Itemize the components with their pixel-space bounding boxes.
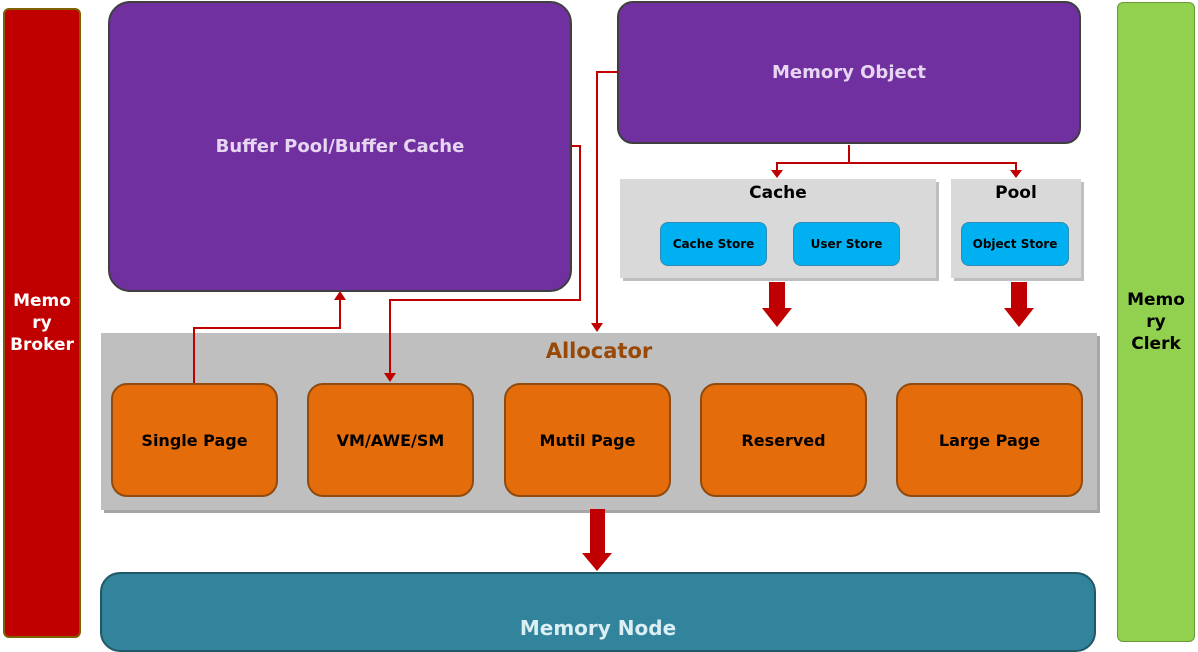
allocator-title: Allocator: [545, 339, 653, 363]
buffer-pool-label: Buffer Pool/Buffer Cache: [215, 136, 465, 157]
memory-object-box: Memory Object: [617, 1, 1081, 144]
cache-to-allocator-arrow: [762, 282, 792, 327]
single-page-to-buffer-pool-line: [193, 298, 341, 383]
memory-object-to-cache-pool-line: [776, 145, 850, 172]
object-store-box: Object Store: [961, 222, 1069, 266]
allocator-to-memory-node-arrow: [582, 509, 612, 571]
mutil-page-box: Mutil Page: [504, 383, 671, 497]
large-page-box: Large Page: [896, 383, 1083, 497]
pool-panel: Pool Object Store: [951, 179, 1081, 278]
cache-store-label: Cache Store: [672, 237, 755, 251]
user-store-box: User Store: [793, 222, 900, 266]
large-page-label: Large Page: [938, 430, 1041, 450]
user-store-label: User Store: [810, 237, 883, 251]
arrowhead-to-allocator: [591, 323, 603, 332]
buffer-pool-box: Buffer Pool/Buffer Cache: [108, 1, 572, 292]
single-page-box: Single Page: [111, 383, 278, 497]
pool-title: Pool: [995, 183, 1037, 203]
arrowhead-to-buffer-pool: [334, 291, 346, 300]
memory-object-to-allocator-line: [596, 71, 617, 325]
buffer-pool-to-vm-line: [389, 145, 581, 375]
reserved-box: Reserved: [700, 383, 867, 497]
memory-object-label: Memory Object: [772, 62, 926, 83]
arrowhead-to-vm: [384, 373, 396, 382]
memory-object-to-pool-line: [849, 162, 1017, 172]
memory-broker-label: Memo ry Broker: [10, 291, 74, 355]
allocator-panel: Allocator Single Page VM/AWE/SM Mutil Pa…: [101, 333, 1097, 510]
cache-title: Cache: [749, 183, 807, 203]
object-store-label: Object Store: [972, 237, 1058, 251]
mutil-page-label: Mutil Page: [539, 430, 636, 450]
connector-lines: [193, 71, 1034, 571]
memory-clerk-label: Memo ry Clerk: [1127, 290, 1185, 354]
vm-awe-sm-label: VM/AWE/SM: [336, 430, 445, 450]
memory-broker-bar: Memo ry Broker: [3, 8, 81, 638]
arrowhead-to-pool: [1010, 170, 1022, 178]
memory-clerk-bar: Memo ry Clerk: [1117, 2, 1195, 642]
reserved-label: Reserved: [741, 430, 826, 450]
cache-store-box: Cache Store: [660, 222, 767, 266]
vm-awe-sm-box: VM/AWE/SM: [307, 383, 474, 497]
cache-panel: Cache Cache Store User Store: [620, 179, 936, 278]
arrowhead-to-cache: [771, 170, 783, 178]
single-page-label: Single Page: [141, 430, 248, 450]
pool-to-allocator-arrow: [1004, 282, 1034, 327]
